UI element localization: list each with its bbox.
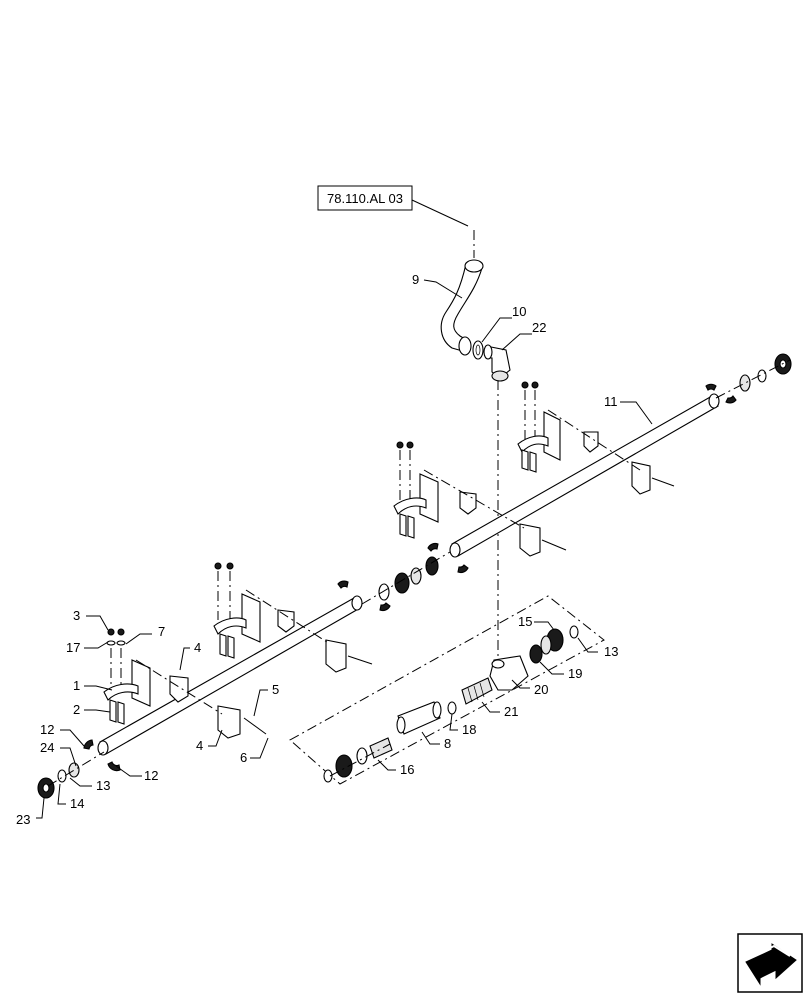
callout-17: 17 xyxy=(66,640,80,655)
callout-22: 22 xyxy=(532,320,546,335)
callout-10: 10 xyxy=(512,304,526,319)
tube-11-end-fittings xyxy=(705,353,792,404)
callout-11: 11 xyxy=(604,394,618,409)
bracket-part-1 xyxy=(131,659,151,707)
callout-13-left: 13 xyxy=(96,778,110,793)
callout-4-upper: 4 xyxy=(194,640,201,655)
hose-part-9 xyxy=(440,259,484,356)
elbow-fitting-part-22 xyxy=(483,344,511,382)
callout-3: 3 xyxy=(73,608,80,623)
callout-2: 2 xyxy=(73,702,80,717)
bracket-set-middle xyxy=(393,441,567,557)
callout-9: 9 xyxy=(412,272,419,287)
callout-21: 21 xyxy=(504,704,518,719)
callout-4-lower: 4 xyxy=(196,738,203,753)
callout-1: 1 xyxy=(73,678,80,693)
nut-part-3 xyxy=(107,628,115,636)
callout-20: 20 xyxy=(534,682,548,697)
callout-labels: 9 10 22 11 3 7 17 4 1 2 5 4 6 12 24 12 1… xyxy=(16,272,618,827)
barb-part-21 xyxy=(461,677,493,705)
reference-box-label: 78.110.AL 03 xyxy=(327,191,403,206)
clamp-part-4-lower xyxy=(217,705,241,739)
inlet-assembly xyxy=(323,625,579,783)
bracket-set-left xyxy=(103,628,267,739)
clamp-part-4-upper xyxy=(169,675,189,703)
tube-part-11 xyxy=(449,393,720,558)
u-bolt-part-2 xyxy=(109,699,117,723)
callout-5: 5 xyxy=(272,682,279,697)
callout-18: 18 xyxy=(462,722,476,737)
left-end-fittings xyxy=(37,739,121,799)
callout-24: 24 xyxy=(40,740,54,755)
reference-box[interactable]: 78.110.AL 03 xyxy=(317,185,413,211)
clamp-part-10 xyxy=(472,340,484,360)
callout-7: 7 xyxy=(158,624,165,639)
callout-12-right: 12 xyxy=(144,768,158,783)
callout-12-left: 12 xyxy=(40,722,54,737)
next-page-arrow-icon[interactable] xyxy=(737,933,803,993)
callout-13-right: 13 xyxy=(604,644,618,659)
callout-23: 23 xyxy=(16,812,30,827)
bracket-set-upper-right xyxy=(517,381,675,495)
callout-15: 15 xyxy=(518,614,532,629)
callout-19: 19 xyxy=(568,666,582,681)
bracket-set-lower-middle xyxy=(213,562,373,673)
callout-16: 16 xyxy=(400,762,414,777)
leader-lines xyxy=(36,279,653,819)
barb-part-16 xyxy=(369,737,393,759)
callout-6: 6 xyxy=(240,750,247,765)
callout-14: 14 xyxy=(70,796,84,811)
callout-8: 8 xyxy=(444,736,451,751)
boom-tube-lower xyxy=(97,595,363,756)
middle-couplings xyxy=(337,542,469,612)
